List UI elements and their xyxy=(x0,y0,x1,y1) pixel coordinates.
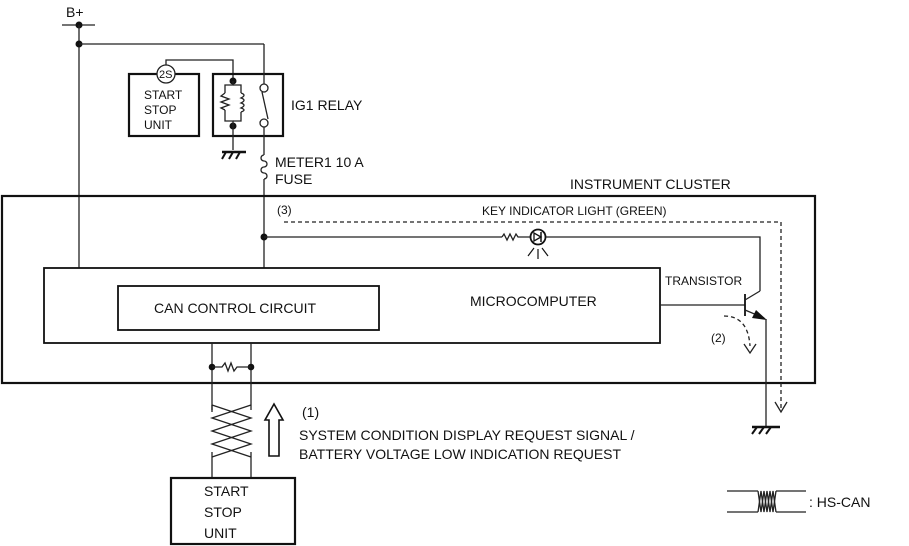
current-path-2 xyxy=(723,315,751,347)
signal-arrow-up-icon xyxy=(263,402,285,457)
coil-wire-d xyxy=(233,112,242,122)
transistor-ground-icon xyxy=(751,425,780,435)
transistor-label: TRANSISTOR xyxy=(665,274,742,288)
ssu-to-relay-wire xyxy=(165,59,234,81)
can-control-circuit-box xyxy=(117,285,380,331)
ssu-top-line1: START xyxy=(144,88,183,102)
coil-wire-a xyxy=(224,81,234,93)
start-stop-unit-bottom xyxy=(169,476,297,546)
key-indicator-label: KEY INDICATOR LIGHT (GREEN) xyxy=(482,204,666,218)
can-control-circuit-label: CAN CONTROL CIRCUIT xyxy=(154,300,316,316)
instrument-cluster-box xyxy=(0,194,817,385)
led-to-transistor-wire xyxy=(546,236,761,291)
marker-3: (3) xyxy=(277,203,292,217)
ssu-bottom-line1: START xyxy=(204,483,249,499)
relay-switch-icon xyxy=(261,91,269,120)
fuse-label-line2: FUSE xyxy=(275,171,312,187)
ground-icon xyxy=(221,150,246,160)
hs-can-legend-label: : HS-CAN xyxy=(809,494,870,510)
hs-can-legend-icon xyxy=(727,490,806,513)
ssu-top-line3: UNIT xyxy=(144,118,173,132)
arrow-2-icon xyxy=(743,343,757,355)
microcomputer-label: MICROCOMPUTER xyxy=(470,293,597,309)
ig1-relay-label: IG1 RELAY xyxy=(291,97,363,113)
transistor-collector xyxy=(744,290,761,301)
ssu-top-line2: STOP xyxy=(144,103,176,117)
current-path-3 xyxy=(284,221,782,410)
fuse-label-line1: METER1 10 A xyxy=(275,154,364,170)
switch-contact-bottom xyxy=(259,118,269,128)
key-indicator-led-icon xyxy=(527,228,549,259)
relay-coil-icon xyxy=(239,92,245,113)
ssu-bottom-line3: UNIT xyxy=(204,525,237,541)
twisted-pair-icon-a xyxy=(209,404,254,458)
switch-contact-top xyxy=(259,83,269,93)
coil-wire-b xyxy=(224,110,234,126)
termination-resistor-icon xyxy=(212,361,251,373)
coil-wire-c xyxy=(233,84,242,93)
signal-label-line2: BATTERY VOLTAGE LOW INDICATION REQUEST xyxy=(299,446,621,462)
fuse-icon xyxy=(260,154,268,180)
marker-2: (2) xyxy=(711,331,726,345)
twisted-pair-icon-b xyxy=(209,404,254,458)
ig1-relay-box xyxy=(211,72,285,138)
b-plus-label: B+ xyxy=(66,4,84,20)
signal-label-line1: SYSTEM CONDITION DISPLAY REQUEST SIGNAL … xyxy=(299,427,635,443)
connector-2s-label: 2S xyxy=(159,69,172,81)
emitter-arrow-icon xyxy=(752,310,767,320)
instrument-cluster-label: INSTRUMENT CLUSTER xyxy=(570,176,731,192)
ssu-bottom-line2: STOP xyxy=(204,504,242,520)
relay-resistor-icon xyxy=(219,92,231,111)
arrow-3-icon xyxy=(774,401,788,414)
marker-1: (1) xyxy=(302,404,319,420)
led-resistor-icon xyxy=(501,232,530,242)
